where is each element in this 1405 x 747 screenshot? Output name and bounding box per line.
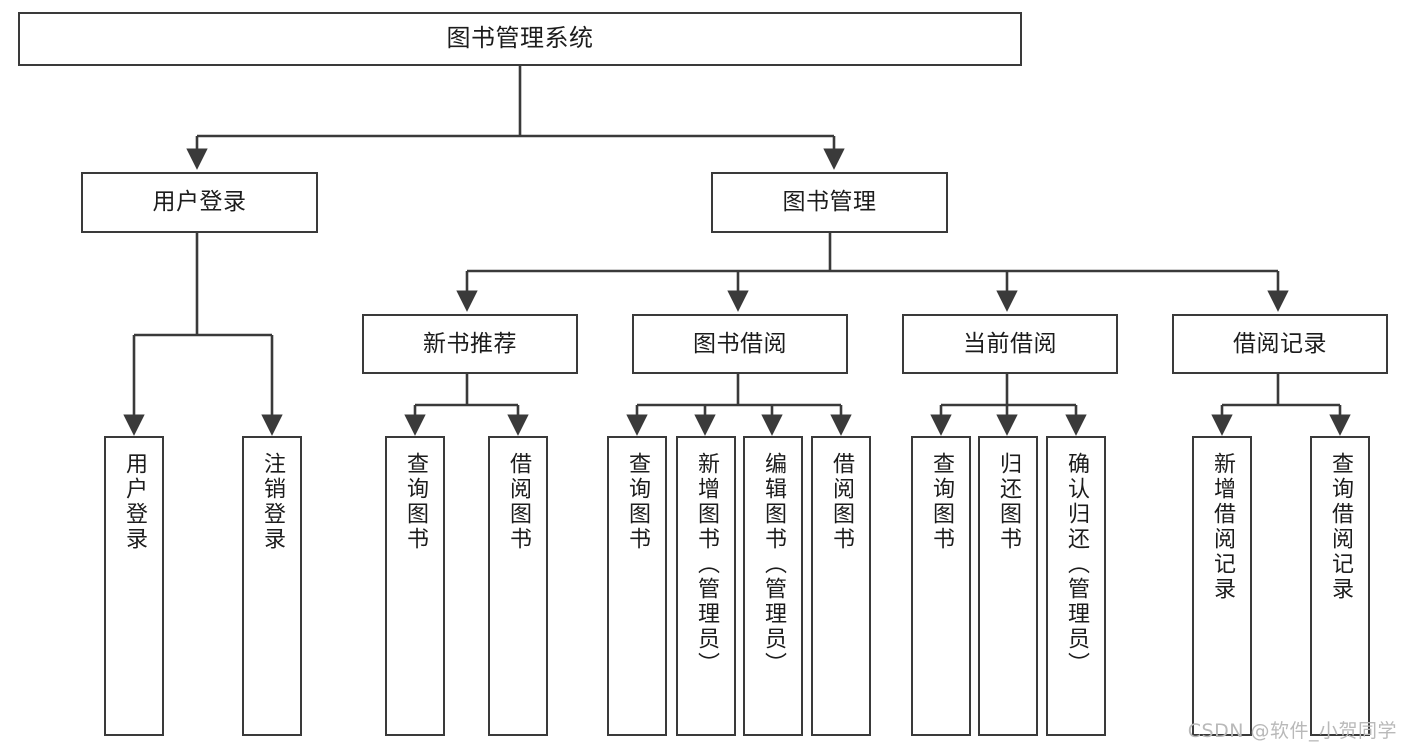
node-book-management[interactable]: 图书管理 xyxy=(711,172,948,233)
node-leaf-add-borrow-record[interactable]: 新增借阅记录 xyxy=(1192,436,1252,736)
node-label: 查询借阅记录 xyxy=(1328,452,1353,602)
node-book-management-system[interactable]: 图书管理系统 xyxy=(18,12,1022,66)
node-label: 编辑图书（管理员） xyxy=(761,452,786,677)
node-leaf-confirm-return[interactable]: 确认归还（管理员） xyxy=(1046,436,1106,736)
node-current-borrow[interactable]: 当前借阅 xyxy=(902,314,1118,374)
node-label: 新书推荐 xyxy=(423,330,517,357)
node-label: 归还图书 xyxy=(996,452,1021,552)
node-label: 借阅图书 xyxy=(506,452,531,552)
node-leaf-user-login[interactable]: 用户登录 xyxy=(104,436,164,736)
node-label: 借阅记录 xyxy=(1233,330,1327,357)
node-leaf-edit-book[interactable]: 编辑图书（管理员） xyxy=(743,436,803,736)
node-label: 图书借阅 xyxy=(693,330,787,357)
watermark: CSDN @软件_小贺同学 xyxy=(1187,720,1397,742)
node-leaf-add-book[interactable]: 新增图书（管理员） xyxy=(676,436,736,736)
node-leaf-query-book-3[interactable]: 查询图书 xyxy=(911,436,971,736)
node-leaf-borrow-book-2[interactable]: 借阅图书 xyxy=(811,436,871,736)
node-label: 图书管理 xyxy=(782,189,877,216)
node-book-borrow[interactable]: 图书借阅 xyxy=(632,314,848,374)
node-leaf-query-book-2[interactable]: 查询图书 xyxy=(607,436,667,736)
node-leaf-query-book-1[interactable]: 查询图书 xyxy=(385,436,445,736)
node-label: 查询图书 xyxy=(625,452,650,552)
node-label: 当前借阅 xyxy=(963,330,1057,357)
node-leaf-return-book[interactable]: 归还图书 xyxy=(978,436,1038,736)
node-leaf-logout-login[interactable]: 注销登录 xyxy=(242,436,302,736)
node-label: 新增借阅记录 xyxy=(1210,452,1235,602)
node-label: 用户登录 xyxy=(152,189,247,216)
node-label: 借阅图书 xyxy=(829,452,854,552)
node-leaf-query-borrow-record[interactable]: 查询借阅记录 xyxy=(1310,436,1370,736)
node-label: 查询图书 xyxy=(929,452,954,552)
node-label: 用户登录 xyxy=(122,452,147,552)
node-label: 图书管理系统 xyxy=(446,24,594,53)
node-label: 注销登录 xyxy=(260,452,285,552)
node-new-book-recommend[interactable]: 新书推荐 xyxy=(362,314,578,374)
node-label: 查询图书 xyxy=(403,452,428,552)
node-leaf-borrow-book-1[interactable]: 借阅图书 xyxy=(488,436,548,736)
node-label: 确认归还（管理员） xyxy=(1064,452,1089,677)
node-borrow-record[interactable]: 借阅记录 xyxy=(1172,314,1388,374)
node-user-login[interactable]: 用户登录 xyxy=(81,172,318,233)
node-label: 新增图书（管理员） xyxy=(694,452,719,677)
